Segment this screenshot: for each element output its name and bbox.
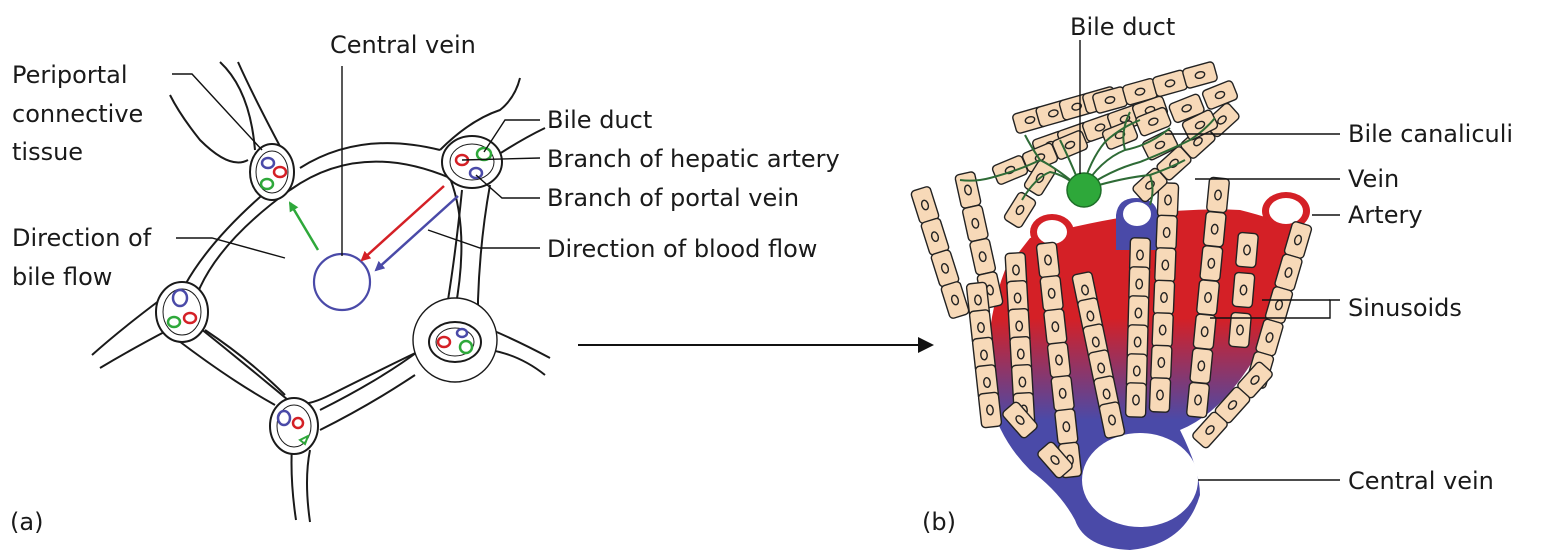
label-bile-duct-b: Bile duct [1070, 13, 1175, 41]
hepatocyte [954, 171, 982, 209]
vein-opening [1116, 198, 1158, 250]
artery-opening-right [1262, 192, 1310, 230]
label-sinusoids: Sinusoids [1348, 294, 1462, 322]
hepatocyte [1182, 61, 1218, 89]
hepatocyte [1151, 312, 1174, 348]
panel-b-leader-lines [1079, 40, 1340, 481]
label-blood-flow: Direction of blood flow [547, 235, 817, 263]
central-vein-opening [1082, 433, 1198, 527]
hepatocyte [1051, 130, 1089, 160]
hepatocyte [1035, 241, 1061, 279]
hepatocyte [1154, 247, 1177, 283]
label-bile-duct-a: Bile duct [547, 106, 652, 134]
hepatocyte [1201, 80, 1239, 110]
hepatocyte [1196, 279, 1220, 316]
label-bile-flow-1: Direction of [12, 224, 152, 252]
hepatocyte [1235, 231, 1259, 269]
lobule-boundary [188, 160, 463, 405]
panel-b: Bile duct Bile canaliculi Vein Artery Si… [910, 13, 1513, 550]
hepatocyte [1152, 279, 1176, 316]
hepatocyte [1192, 411, 1228, 449]
hepatocyte [1002, 401, 1038, 439]
hepatocyte [1141, 129, 1179, 161]
bile-duct-circle [1066, 172, 1102, 208]
blood-flow-arrow-red [360, 185, 445, 262]
hepatocyte [1148, 377, 1172, 413]
connective-tissue-septa [91, 61, 551, 523]
artery-opening-left [1030, 214, 1074, 250]
hepatocyte [1098, 401, 1126, 439]
bile-canaliculi-network [959, 111, 1216, 206]
portal-triad-4 [412, 297, 498, 383]
label-bile-canaliculi: Bile canaliculi [1348, 120, 1513, 148]
portal-triad-3 [155, 281, 209, 343]
hepatocyte [1199, 245, 1224, 282]
hepatocyte [1228, 311, 1252, 349]
hepatocyte [1135, 106, 1172, 137]
panel-a-tag: (a) [10, 508, 43, 536]
label-hepatic-artery: Branch of hepatic artery [547, 145, 840, 173]
panel-a-leader-lines [172, 66, 541, 259]
hepatocyte [1155, 214, 1178, 251]
hepatocyte [940, 281, 970, 319]
hepatocyte [969, 237, 997, 276]
portal-triad-1 [249, 143, 295, 201]
hepatocyte [1050, 375, 1075, 412]
label-portal-vein: Branch of portal vein [547, 184, 799, 212]
hepatocyte [961, 204, 989, 243]
panel-a: Periportal connective tissue Central vei… [10, 31, 840, 536]
hepatocyte [965, 281, 991, 319]
hepatocyte [1043, 308, 1068, 345]
portal-triad-2 [441, 135, 503, 189]
hepatocyte [1039, 275, 1064, 312]
label-central-vein-a: Central vein [330, 31, 476, 59]
hepatocyte [1192, 313, 1217, 350]
hepatocyte [1274, 253, 1303, 292]
hepatocyte [1186, 381, 1210, 419]
blood-flow-arrow-blue [374, 195, 459, 272]
hepatocyte [1206, 176, 1230, 214]
hepatocyte [1231, 271, 1256, 309]
hepatocyte [1046, 341, 1072, 379]
panel-b-tag: (b) [922, 508, 956, 536]
bile-flow-arrow-green [288, 201, 320, 251]
label-periportal-3: tissue [12, 138, 83, 166]
label-periportal-1: Periportal [12, 61, 128, 89]
hepatocyte [1037, 441, 1073, 479]
hepatocyte [1124, 382, 1148, 418]
portal-triad-5 [269, 397, 319, 455]
label-periportal-2: connective [12, 100, 143, 128]
hepatocyte [1003, 191, 1037, 229]
label-bile-flow-2: bile flow [12, 263, 112, 291]
label-artery: Artery [1348, 201, 1423, 229]
hepatocyte [910, 186, 940, 224]
hepatocyte [1189, 347, 1214, 385]
hepatocyte-cords [910, 61, 1313, 479]
hepatocyte [1202, 210, 1227, 248]
label-vein: Vein [1348, 165, 1399, 193]
hepatocyte [1054, 408, 1079, 445]
hepatocyte [1150, 344, 1173, 381]
hepatocyte [1168, 93, 1205, 124]
hepatocyte [977, 391, 1003, 429]
central-vein-circle [312, 252, 372, 312]
label-central-vein-b: Central vein [1348, 467, 1494, 495]
